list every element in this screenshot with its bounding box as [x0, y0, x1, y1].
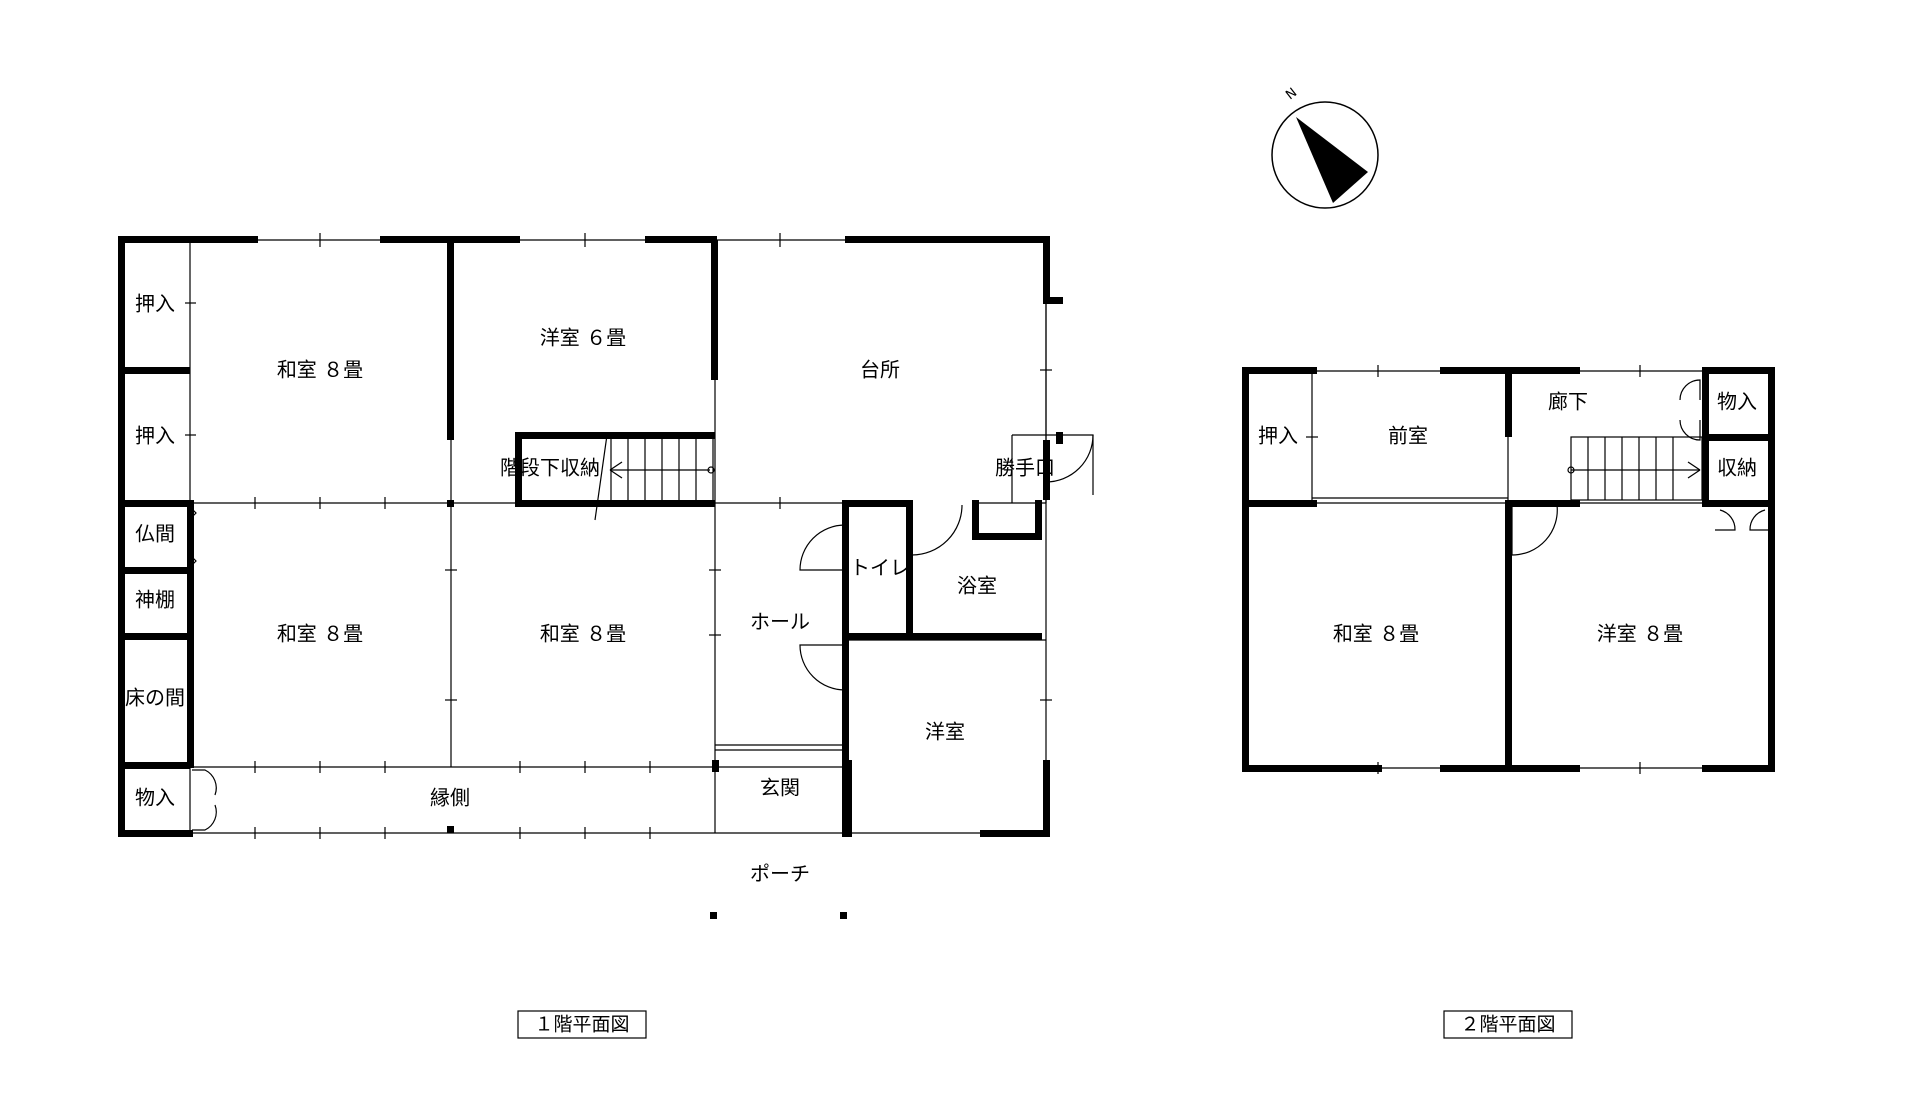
compass-north-label: N — [1283, 85, 1300, 103]
room-washitsu-s: 和室 ８畳 — [540, 622, 626, 646]
room-2f-oshiire: 押入 — [1258, 424, 1298, 448]
floor-2-walls — [1242, 367, 1775, 772]
room-engawa: 縁側 — [430, 786, 470, 810]
room-monoire: 物入 — [135, 786, 175, 810]
floor-2-doors — [1511, 379, 1770, 556]
room-katteguchi: 勝手口 — [995, 456, 1055, 480]
room-yoshitsu-e: 洋室 — [925, 720, 965, 744]
room-daidokoro: 台所 — [860, 358, 900, 382]
floor-2-plan: 押入 前室 廊下 物入 収納 和室 ８畳 洋室 ８畳 ２階平面図 — [1242, 365, 1775, 1039]
room-2f-roka: 廊下 — [1548, 390, 1588, 414]
floor-1-caption: １階平面図 — [534, 1014, 629, 1036]
room-yoshitsu-n: 洋室 ６畳 — [540, 326, 626, 350]
floor-1-ticks — [185, 233, 1052, 839]
room-2f-washitsu: 和室 ８畳 — [1333, 622, 1419, 646]
floor-1-stairs — [594, 434, 715, 521]
floor-2-ticks — [1306, 365, 1641, 774]
floor-2-room-labels: 押入 前室 廊下 物入 収納 和室 ８畳 洋室 ８畳 — [1258, 390, 1757, 646]
room-bath: 浴室 — [957, 574, 997, 598]
room-2f-zenshitsu: 前室 — [1388, 424, 1428, 448]
room-oshiire-1: 押入 — [135, 292, 175, 316]
floor-1-doors — [189, 434, 1094, 831]
floor-1-plan: 押入 押入 仏間 神棚 床の間 物入 和室 ８畳 洋室 ６畳 台所 階段下収納 … — [118, 233, 1094, 1039]
room-kamidana: 神棚 — [135, 588, 175, 612]
floor-2-caption: ２階平面図 — [1460, 1014, 1555, 1036]
room-2f-yoshitsu: 洋室 ８畳 — [1597, 622, 1683, 646]
room-washitsu-nw: 和室 ８畳 — [277, 358, 363, 382]
room-genkan: 玄関 — [760, 776, 800, 800]
room-toilet: トイレ — [850, 556, 910, 580]
room-hall: ホール — [750, 610, 810, 634]
compass-icon: N — [1271, 85, 1379, 209]
room-2f-shuno: 収納 — [1717, 456, 1757, 480]
floor-1-caption-box — [517, 1010, 647, 1039]
room-oshiire-2: 押入 — [135, 424, 175, 448]
room-2f-monoire: 物入 — [1717, 390, 1757, 414]
floor-2-stairs — [1567, 436, 1703, 501]
floor-2-caption-box — [1443, 1010, 1573, 1039]
room-stair-storage: 階段下収納 — [500, 456, 600, 480]
room-washitsu-sw: 和室 ８畳 — [277, 622, 363, 646]
floor-1-room-labels: 押入 押入 仏間 神棚 床の間 物入 和室 ８畳 洋室 ６畳 台所 階段下収納 … — [125, 292, 1055, 886]
room-tokonoma: 床の間 — [125, 686, 185, 710]
room-porch: ポーチ — [750, 862, 810, 886]
room-butsuma: 仏間 — [135, 522, 175, 546]
